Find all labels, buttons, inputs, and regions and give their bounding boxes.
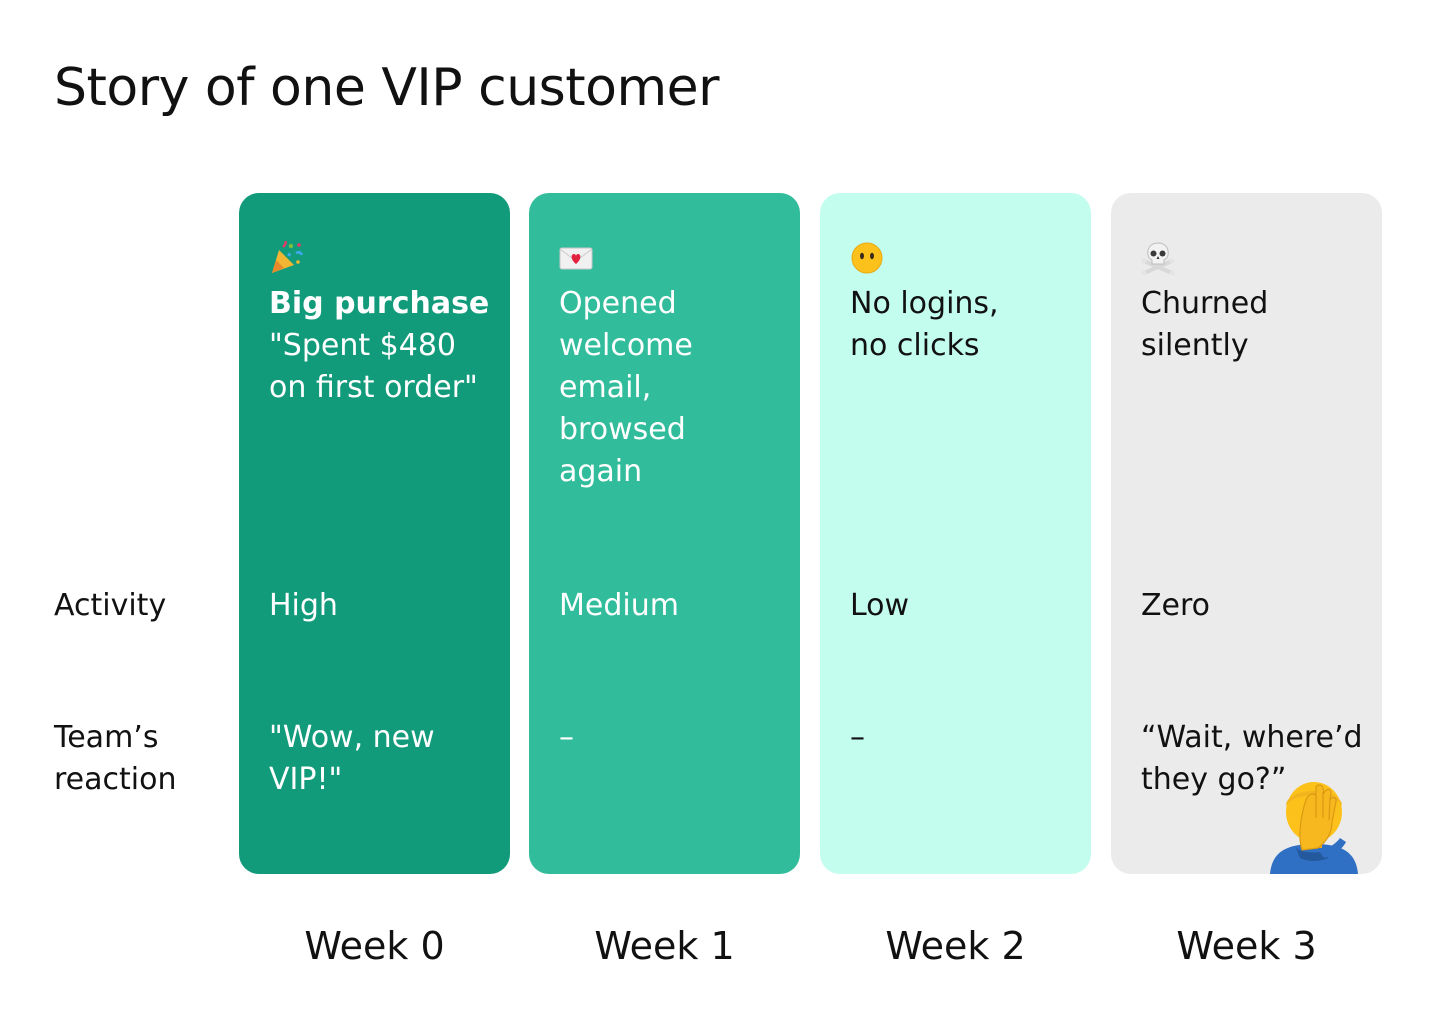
party-popper-icon [272, 241, 303, 273]
week-0-card: Big purchase"Spent $480 on first order" … [239, 193, 510, 874]
love-letter-icon [559, 247, 593, 270]
week-0-story: Big purchase "Spent $480 on first order" [269, 283, 505, 409]
week-1-reaction: – [559, 720, 574, 755]
week-0-story-text: "Spent $480 on first order" [269, 328, 478, 405]
week-3-activity: Zero [1141, 588, 1211, 623]
week-1-activity: Medium [559, 588, 679, 623]
week-1-story-text: Opened welcome email, browsed again [559, 286, 693, 489]
skull-and-crossbones-icon [1141, 242, 1175, 275]
week-2-card: No logins, no clicks Low – [820, 193, 1091, 874]
week-2-story-text: No logins, no clicks [850, 286, 999, 363]
week-2-reaction: – [850, 720, 865, 755]
week-2-story: No logins, no clicks [850, 283, 1086, 367]
week-0-story-bold: Big purchase [269, 286, 490, 321]
week-3-reaction: “Wait, where’d they go?” [1141, 720, 1363, 797]
person-facepalming-icon [1270, 782, 1358, 874]
face-without-mouth-icon [851, 242, 883, 274]
week-1-label: Week 1 [594, 924, 735, 968]
week-2-activity: Low [850, 588, 910, 623]
row-label-reaction: Team’s reaction [54, 720, 177, 797]
week-3-story-text: Churned silently [1141, 286, 1269, 363]
week-1-story: Opened welcome email, browsed again [559, 283, 795, 493]
week-0-activity: High [269, 588, 338, 623]
row-label-activity: Activity [54, 588, 167, 623]
week-3-card: Churned silently Zero “Wait, where’d the… [1111, 193, 1382, 874]
week-0-reaction: "Wow, new VIP!" [269, 720, 435, 797]
week-1-card: Opened welcome email, browsed again Medi… [529, 193, 800, 874]
page-title: Story of one VIP customer [54, 58, 720, 118]
week-0-label: Week 0 [304, 924, 445, 968]
week-3-story: Churned silently [1141, 283, 1377, 367]
week-3-label: Week 3 [1176, 924, 1317, 968]
week-2-label: Week 2 [885, 924, 1026, 968]
